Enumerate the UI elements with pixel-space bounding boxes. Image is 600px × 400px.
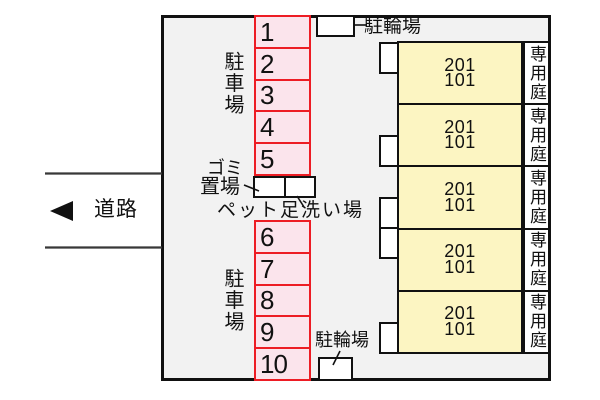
- parking-space-number: 8: [260, 285, 275, 316]
- garbage-label-line2: 置場: [200, 175, 240, 198]
- unit-lower-number: 101: [444, 70, 476, 91]
- unit-upper-number: 201: [444, 179, 476, 199]
- unit-upper-number: 201: [444, 116, 476, 137]
- garbage-area-label: ゴミ 置場: [200, 159, 243, 196]
- parking-space-number: 1: [260, 16, 275, 47]
- unit-lower-number: 101: [444, 194, 476, 215]
- parking-space-7: 7: [256, 251, 309, 284]
- bicycle-parking-label-bottom: 駐輪場: [315, 330, 369, 350]
- parking-space-3: 3: [256, 78, 309, 111]
- parking-space-number: 3: [260, 80, 275, 111]
- unit-lower-number: 101: [444, 132, 476, 153]
- parking-area-label-top: 駐車場: [221, 51, 243, 116]
- parking-space-number: 5: [260, 144, 275, 175]
- entrance-box-1: [379, 42, 399, 74]
- garden-label: 専用庭: [527, 293, 546, 351]
- unit-lower-number: 101: [444, 256, 476, 277]
- entrance-box-3: [379, 197, 399, 229]
- garden-label: 専用庭: [527, 44, 546, 102]
- unit-lower-number: 101: [444, 318, 476, 339]
- entrance-box-5: [379, 322, 399, 354]
- road-arrow-icon: [50, 201, 73, 221]
- parking-column-bottom: 6 7 8 9 10: [254, 220, 311, 381]
- parking-space-1: 1: [256, 17, 309, 47]
- private-garden-column: 専用庭 専用庭 専用庭 専用庭 専用庭: [523, 41, 550, 354]
- pet-wash-box: [283, 176, 316, 198]
- unit-upper-number: 201: [444, 303, 476, 324]
- parking-space-4: 4: [256, 110, 309, 142]
- road-label: 道路: [94, 198, 138, 221]
- parking-space-number: 4: [260, 112, 275, 143]
- garden-cell-2: 専用庭: [525, 103, 548, 165]
- bicycle-parking-box-bottom: [318, 357, 353, 381]
- unit-upper-number: 201: [444, 54, 476, 75]
- parking-column-top: 1 2 3 4 5: [254, 15, 311, 176]
- garden-label: 専用庭: [527, 169, 546, 226]
- parking-space-10: 10: [256, 347, 309, 379]
- garbage-box: [253, 176, 286, 198]
- parking-space-9: 9: [256, 315, 309, 347]
- bicycle-parking-box-top: [316, 15, 355, 37]
- pet-wash-label: ペット足洗い場: [217, 200, 365, 221]
- parking-space-number: 9: [260, 317, 275, 348]
- parking-space-number: 2: [260, 48, 275, 79]
- parking-space-8: 8: [256, 283, 309, 316]
- garbage-label-line1: ゴミ: [207, 158, 243, 178]
- garden-label: 専用庭: [527, 106, 546, 164]
- garden-cell-1: 専用庭: [525, 43, 548, 103]
- parking-space-number: 6: [260, 221, 275, 252]
- parking-space-number: 7: [260, 253, 275, 284]
- bicycle-parking-label-top: 駐輪場: [364, 16, 422, 37]
- parking-space-2: 2: [256, 46, 309, 79]
- garden-cell-4: 専用庭: [525, 227, 548, 290]
- entrance-box-4: [379, 227, 399, 259]
- parking-space-5: 5: [256, 142, 309, 174]
- garden-label: 専用庭: [527, 231, 546, 289]
- entrance-box-2: [379, 135, 399, 167]
- unit-upper-number: 201: [444, 241, 476, 262]
- garden-cell-3: 専用庭: [525, 165, 548, 227]
- parking-area-label-bottom: 駐車場: [221, 268, 243, 333]
- garden-cell-5: 専用庭: [525, 289, 548, 352]
- parking-space-6: 6: [256, 222, 309, 252]
- utility-boxes: [253, 176, 316, 198]
- parking-space-number: 10: [260, 349, 288, 380]
